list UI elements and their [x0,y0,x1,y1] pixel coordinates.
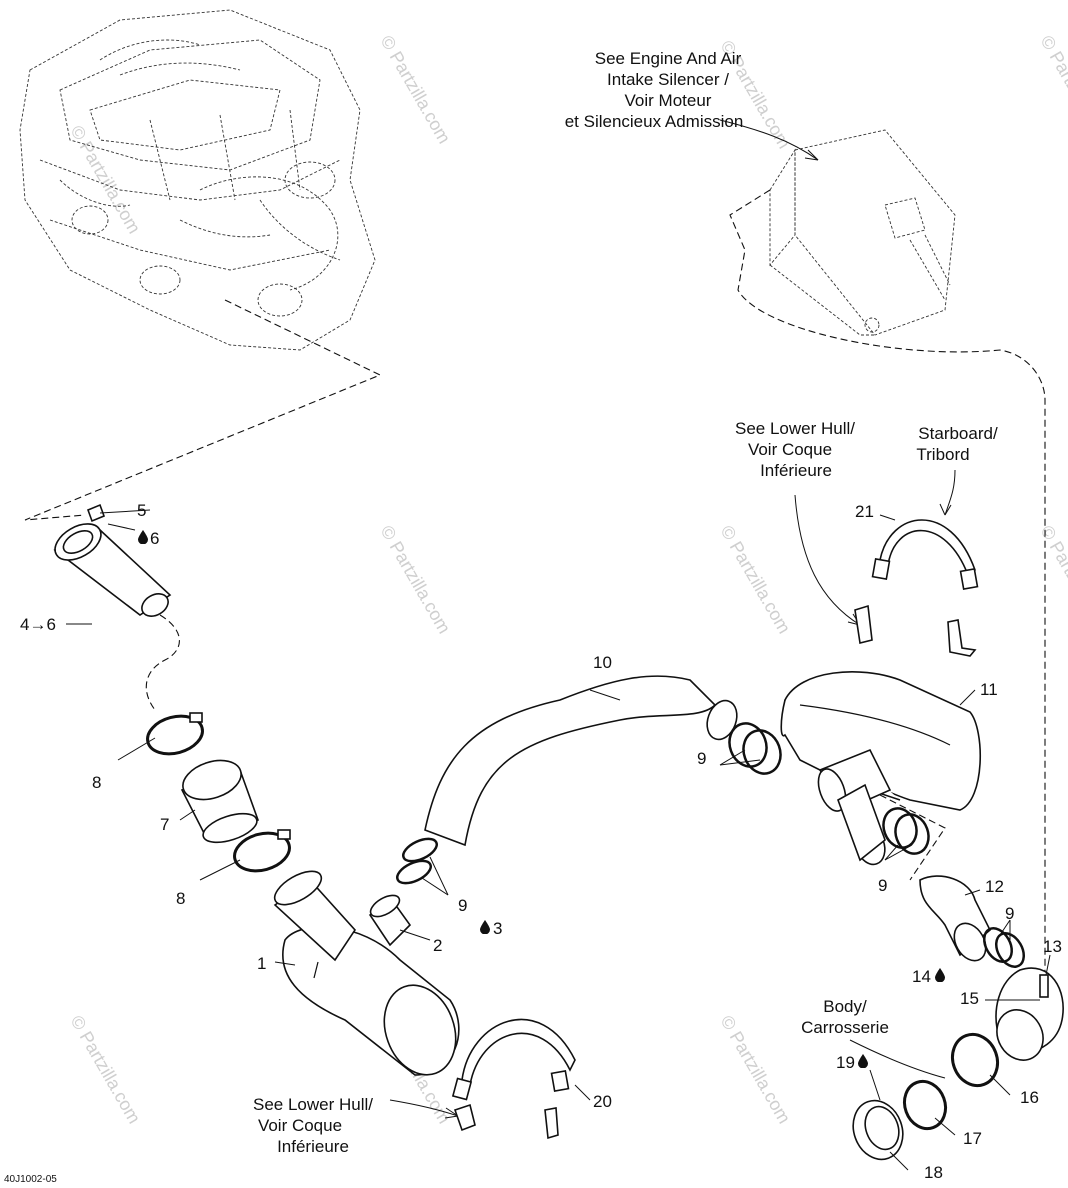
note-lower-hull-top: See Lower Hull/ Voir Coque Inférieure [735,419,855,480]
air-intake-silencer-ghost [769,129,956,336]
callout-13: 13 [1043,937,1062,956]
part-ring-17[interactable] [898,1076,952,1135]
callout-numbers: 5 6 4→6 8 7 8 9 2 3 1 10 11 9 9 12 9 13 … [20,501,1062,1182]
watermark: © Partzilla.com [1037,32,1068,147]
callout-8a: 8 [92,773,101,792]
callout-21: 21 [855,502,874,521]
callout-2: 2 [433,936,442,955]
part-resonator[interactable] [780,671,982,869]
watermark: © Partzilla.com [717,1012,795,1127]
oil-drop-icon [480,920,490,934]
svg-text:Body/: Body/ [823,997,867,1016]
callout-3: 3 [493,919,502,938]
svg-text:et Silencieux Admission: et Silencieux Admission [565,112,744,131]
svg-text:Starboard/: Starboard/ [918,424,998,443]
note-starboard: Starboard/ Tribord [916,424,998,464]
callout-8b: 8 [176,889,185,908]
svg-text:Intake Silencer /: Intake Silencer / [607,70,729,89]
svg-text:Voir Moteur: Voir Moteur [625,91,712,110]
oil-drop-icon [858,1054,868,1068]
routing-lines [24,189,1046,990]
engine-ghost [19,9,376,351]
callout-16: 16 [1020,1088,1039,1107]
watermark: © Partzilla.com [67,1012,145,1127]
part-clamp-pair-resonator-outlet[interactable] [878,804,934,859]
callout-11: 11 [980,680,998,699]
part-exhaust-pipe[interactable] [424,675,742,847]
svg-text:See Engine And Air: See Engine And Air [595,49,742,68]
callout-9a: 9 [458,896,467,915]
svg-text:Voir Coque: Voir Coque [748,440,832,459]
part-coupling-hose[interactable] [178,754,260,848]
callout-6: 6 [150,529,159,548]
part-muffler[interactable] [269,865,467,1085]
part-clamp-lower[interactable] [230,827,293,876]
drawing-code: 40J1002-05 [4,1174,57,1185]
svg-text:Voir Coque: Voir Coque [258,1116,342,1135]
callout-14: 14 [912,967,931,986]
svg-text:Tribord: Tribord [916,445,969,464]
callout-20: 20 [593,1092,612,1111]
callout-7: 7 [160,815,169,834]
watermark: © Partzilla.com [1037,522,1068,637]
part-inlet-pipe[interactable] [49,517,180,711]
callout-19: 19 [836,1053,855,1072]
callout-10: 10 [593,653,612,672]
part-strap-20[interactable] [451,1018,576,1140]
part-nut-18[interactable] [845,1094,911,1167]
svg-text:See Lower Hull/: See Lower Hull/ [735,419,855,438]
part-clamp-pair-elbow[interactable] [979,923,1030,971]
part-elbow-hose[interactable] [919,875,992,966]
callout-9d: 9 [1005,904,1014,923]
part-outlet-housing[interactable] [988,967,1064,1068]
callout-9b: 9 [697,749,706,768]
part-strap-21[interactable] [854,519,979,657]
svg-text:Carrosserie: Carrosserie [801,1018,889,1037]
watermark: © Partzilla.com [717,522,795,637]
svg-text:Inférieure: Inférieure [760,461,832,480]
callout-1: 1 [257,954,266,973]
part-clamp-upper[interactable] [143,710,206,759]
note-lower-hull-bottom: See Lower Hull/ Voir Coque Inférieure [253,1095,373,1156]
part-gasket-16[interactable] [945,1028,1004,1092]
oil-drop-icon [935,968,945,982]
watermark-layer: © Partzilla.com © Partzilla.com © Partzi… [67,32,1068,1127]
callout-5: 5 [137,501,146,520]
callout-18: 18 [924,1163,943,1182]
svg-text:Inférieure: Inférieure [277,1137,349,1156]
callout-15: 15 [960,989,979,1008]
part-fitting[interactable] [86,503,106,523]
callout-9c: 9 [878,876,887,895]
callout-leaders [66,509,1051,1171]
note-body: Body/ Carrosserie [801,997,889,1037]
part-clamp-pair-resonator-inlet[interactable] [724,718,787,779]
callout-17: 17 [963,1129,982,1148]
part-clamp-small-pair[interactable] [394,834,440,888]
watermark: © Partzilla.com [377,522,455,637]
note-engine-intake: See Engine And Air Intake Silencer / Voi… [565,49,744,131]
callout-12: 12 [985,877,1004,896]
oil-drop-icon [138,530,148,544]
svg-text:See Lower Hull/: See Lower Hull/ [253,1095,373,1114]
watermark: © Partzilla.com [377,32,455,147]
callout-4-6: 4→6 [20,615,56,634]
watermark: © Partzilla.com [67,122,145,237]
